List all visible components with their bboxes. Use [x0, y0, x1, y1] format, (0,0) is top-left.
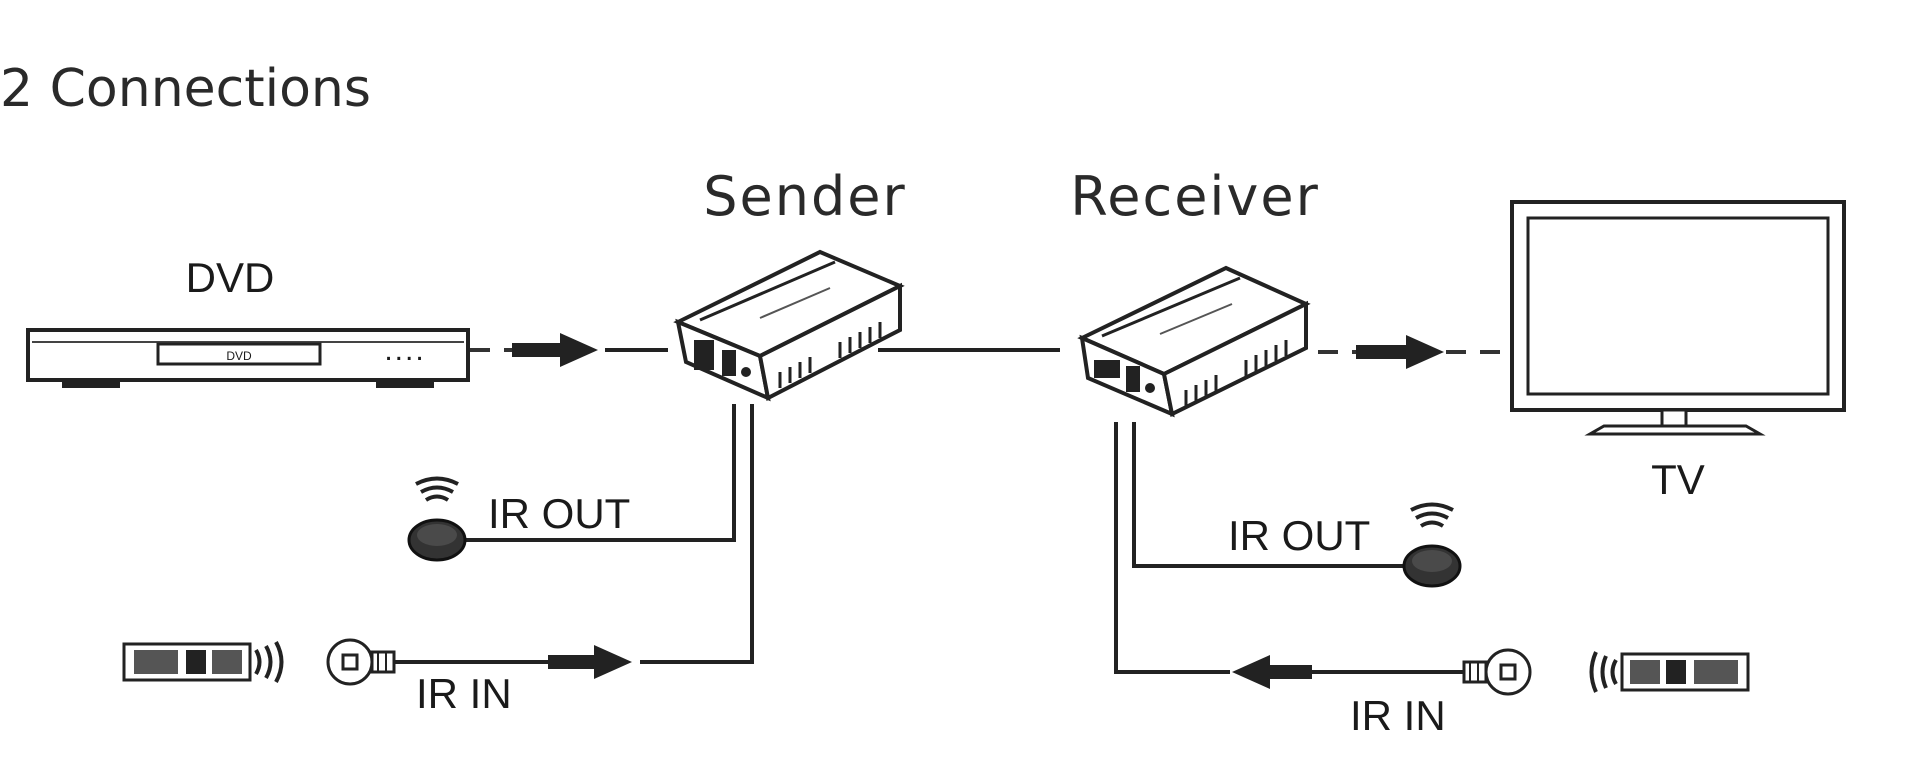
- dvd-player-icon: DVD ....: [26, 328, 470, 388]
- dvd-to-sender-arrow: [470, 333, 668, 367]
- receiver-ir-in-arrow: [1232, 655, 1464, 689]
- sender-ir-in-receiver-icon: [326, 638, 396, 686]
- receiver-ir-wires: [1114, 422, 1410, 674]
- sender-ir-out-emitter-icon: [407, 476, 467, 562]
- sender-remote-icon: [122, 641, 284, 683]
- receiver-ir-out-emitter-icon: [1402, 502, 1462, 588]
- sender-ir-in-label: IR IN: [416, 670, 512, 717]
- sender-ir-wires: [446, 404, 754, 664]
- sender-ir-out-signal-icon: [415, 476, 459, 502]
- receiver-label: Receiver: [1070, 165, 1320, 228]
- dvd-label: DVD: [186, 254, 275, 301]
- receiver-ir-in-receiver-icon: [1462, 648, 1532, 696]
- sender-label: Sender: [703, 165, 906, 228]
- sender-box-icon: [673, 249, 905, 402]
- dvd-dots: ....: [384, 334, 425, 367]
- receiver-ir-in-label: IR IN: [1350, 692, 1446, 739]
- receiver-ir-out-label: IR OUT: [1228, 512, 1370, 559]
- sender-ir-out-label: IR OUT: [488, 490, 630, 537]
- receiver-box-icon: [1077, 265, 1311, 418]
- receiver-to-tv-arrow: [1318, 335, 1502, 369]
- receiver-remote-icon: [1589, 651, 1750, 693]
- sender-ir-in-arrow: [394, 645, 632, 679]
- page-title: 2 Connections: [0, 59, 371, 119]
- dvd-screen-text: DVD: [226, 349, 252, 363]
- receiver-ir-out-signal-icon: [1410, 502, 1454, 528]
- tv-label: TV: [1651, 456, 1705, 503]
- tv-icon: [1510, 200, 1846, 436]
